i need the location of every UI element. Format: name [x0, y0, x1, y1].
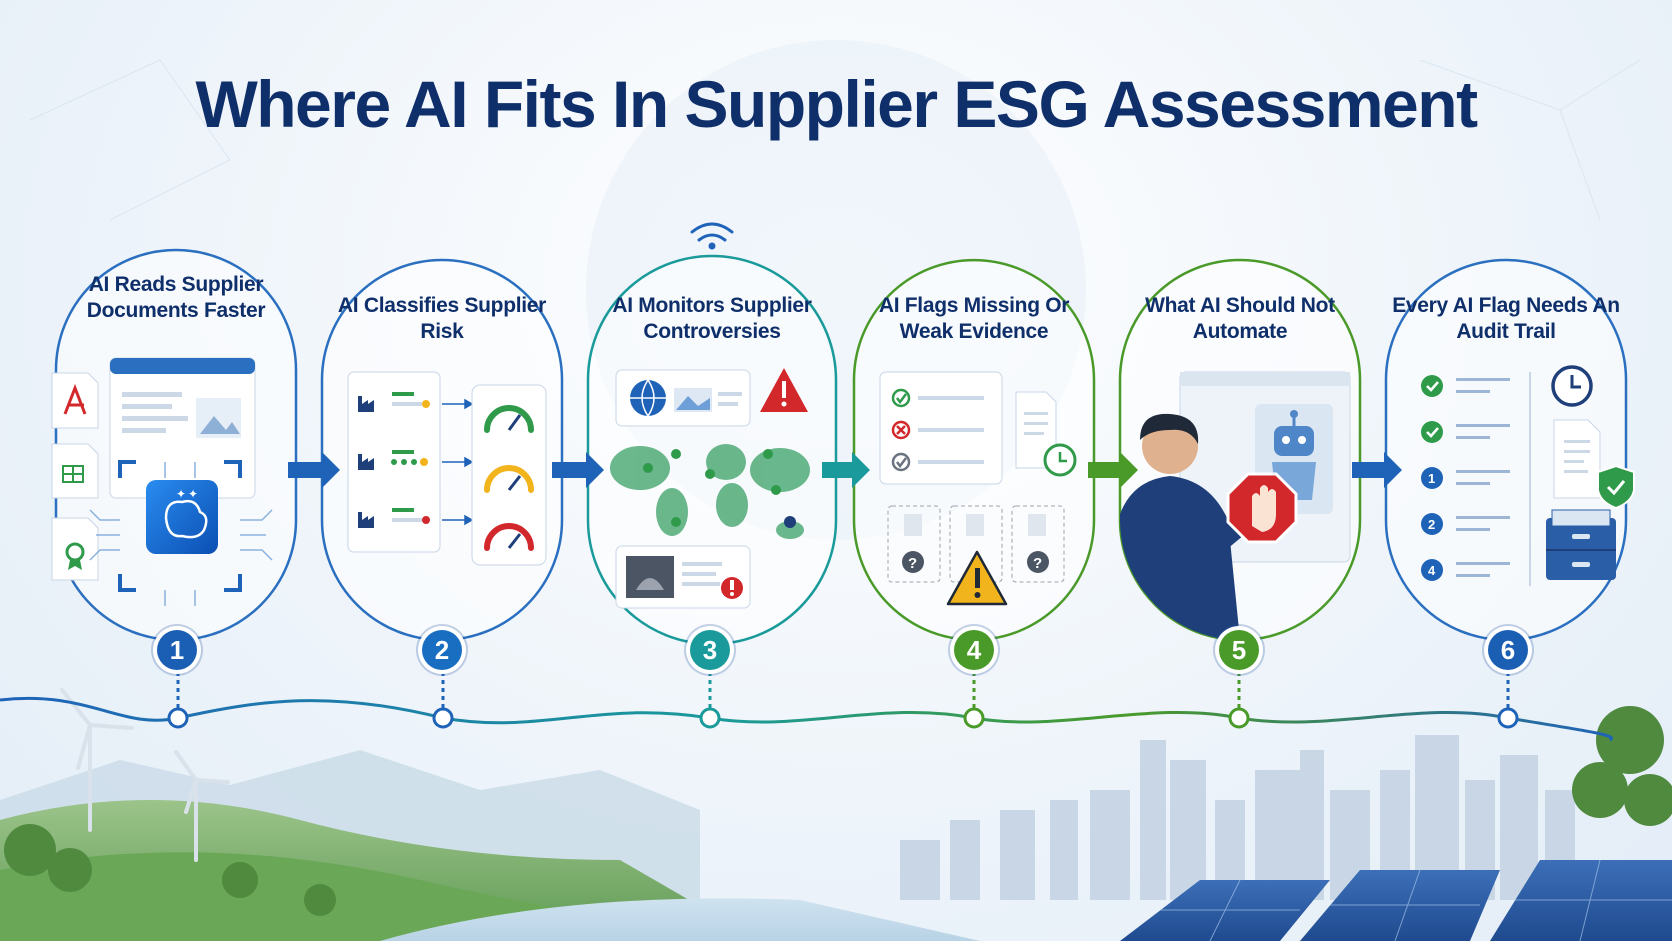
svg-text:✦: ✦ — [176, 487, 186, 501]
check-icon — [891, 452, 911, 472]
archive-cabinet-icon — [1546, 509, 1616, 580]
step-4-title: AI Flags Missing Or Weak Evidence — [878, 294, 1070, 343]
pdf-icon — [51, 372, 99, 429]
river — [380, 898, 980, 941]
question-icon — [902, 551, 924, 573]
news-photo-icon — [626, 556, 674, 598]
svg-text:1: 1 — [1428, 471, 1435, 486]
wind-turbine-icon — [60, 688, 230, 862]
step-number-badge: 3 — [690, 630, 730, 670]
trees — [4, 706, 1672, 916]
step-number-badge: 1 — [157, 630, 197, 670]
solar-panels — [1120, 859, 1672, 941]
svg-text:?: ? — [1033, 555, 1042, 572]
x-icon — [891, 420, 911, 440]
high-risk-gauge-icon — [484, 523, 534, 551]
step-1-title: AI Reads Supplier Documents Faster — [86, 273, 266, 322]
document-icon — [1015, 391, 1057, 469]
step-4-illustration: ? ? — [879, 371, 1077, 606]
page-title: Where AI Fits In Supplier ESG Assessment — [195, 67, 1478, 141]
svg-text:4: 4 — [1428, 563, 1436, 578]
wifi-signal-icon — [690, 222, 734, 250]
flow-arrows — [288, 452, 1402, 488]
step-number-badge: 5 — [1219, 630, 1259, 670]
spreadsheet-icon — [51, 443, 99, 499]
svg-text:?: ? — [908, 555, 917, 572]
question-icon — [1027, 551, 1049, 573]
low-risk-gauge-icon — [484, 405, 534, 433]
certificate-icon — [51, 517, 99, 581]
arrow-right-icon — [1352, 452, 1402, 488]
image-icon — [200, 416, 240, 434]
step-6-illustration: 1 2 4 — [1421, 365, 1635, 586]
check-icon — [891, 388, 911, 408]
world-map-icon — [610, 444, 810, 539]
arrow-right-icon — [1088, 452, 1138, 488]
city-skyline — [900, 735, 1575, 900]
step-number-badge: 2 — [422, 630, 462, 670]
step-number-badge: 6 — [1488, 630, 1528, 670]
warning-triangle-icon — [946, 550, 1008, 606]
stop-hand-icon — [1226, 472, 1298, 544]
timeline-wave — [0, 696, 1613, 742]
alert-triangle-icon — [760, 368, 808, 412]
timeline-nodes — [167, 672, 1519, 729]
step-5-title: What AI Should Not Automate — [1145, 294, 1335, 343]
audit-checklist: 1 2 4 — [1421, 372, 1531, 586]
step-2-illustration — [347, 371, 547, 566]
step-3-illustration — [610, 222, 810, 609]
step-2-title: AI Classifies Supplier Risk — [337, 294, 547, 343]
step-6-title: Every AI Flag Needs An Audit Trail — [1392, 294, 1620, 343]
arrow-right-icon — [552, 452, 604, 488]
medium-risk-gauge-icon — [484, 465, 534, 493]
map-pin-icon — [643, 449, 781, 527]
step-number-badge: 4 — [954, 630, 994, 670]
arrow-right-icon — [822, 452, 870, 488]
step-1-illustration: ✦✦ — [51, 357, 273, 606]
step-3-title: AI Monitors Supplier Controversies — [612, 294, 812, 343]
svg-text:2: 2 — [1428, 517, 1435, 532]
document-icon — [1553, 419, 1601, 499]
arrow-right-icon — [288, 452, 340, 488]
shield-check-icon — [1597, 464, 1635, 510]
factory-icon — [358, 396, 374, 528]
svg-text:✦: ✦ — [188, 487, 198, 501]
